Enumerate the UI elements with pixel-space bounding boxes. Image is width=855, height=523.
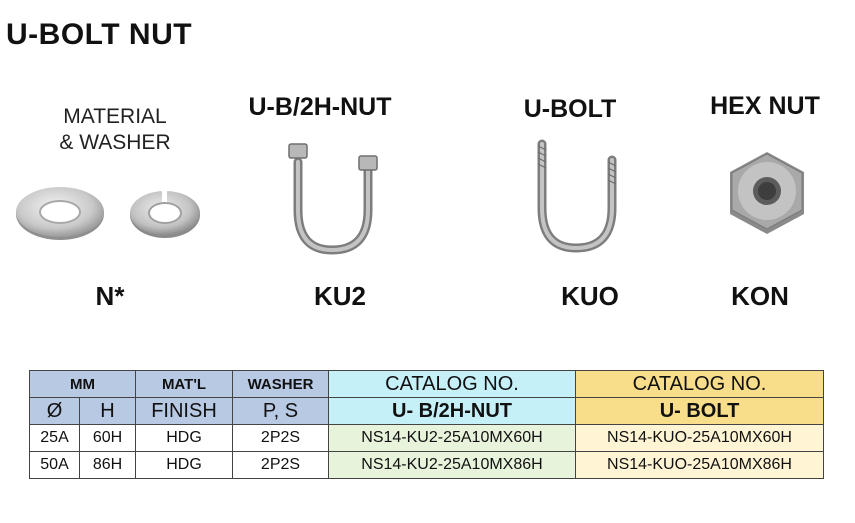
u-bolt-label: U-BOLT bbox=[523, 95, 617, 123]
header-h: H bbox=[79, 397, 136, 425]
hex-nut-label: HEX NUT bbox=[710, 92, 820, 120]
header-matl: MAT'L bbox=[135, 370, 233, 398]
cell-catalog-u-b-2h-nut: NS14-KU2-25A10MX60H bbox=[328, 424, 576, 452]
header-ps: P, S bbox=[232, 397, 329, 425]
u-bolt-with-nuts-image bbox=[288, 143, 378, 255]
spring-washer-image bbox=[130, 188, 200, 238]
u-bolt-image bbox=[537, 139, 617, 253]
cell-finish: HDG bbox=[135, 451, 233, 479]
table-header-row: Ø H FINISH P, S U- B/2H-NUT U- BOLT bbox=[29, 397, 824, 425]
header-catalog-u-bolt: CATALOG NO. bbox=[575, 370, 824, 398]
cell-washer: 2P2S bbox=[232, 424, 329, 452]
material-washer-label: MATERIAL & WASHER bbox=[50, 104, 180, 156]
header-mm: MM bbox=[29, 370, 136, 398]
u-b-2h-nut-label: U-B/2H-NUT bbox=[248, 93, 392, 121]
flat-washer-image bbox=[16, 187, 104, 240]
page-title: U-BOLT NUT bbox=[6, 18, 193, 51]
u-b-2h-nut-code: KU2 bbox=[313, 281, 366, 311]
cell-diameter: 25A bbox=[29, 424, 80, 452]
material-label-line2: & WASHER bbox=[59, 131, 171, 154]
material-code: N* bbox=[95, 281, 125, 311]
header-finish: FINISH bbox=[135, 397, 233, 425]
header-catalog-u-b-2h-nut: CATALOG NO. bbox=[328, 370, 576, 398]
header-diameter: Ø bbox=[29, 397, 80, 425]
cell-h: 86H bbox=[79, 451, 136, 479]
cell-diameter: 50A bbox=[29, 451, 80, 479]
cell-catalog-u-bolt: NS14-KUO-25A10MX86H bbox=[575, 451, 824, 479]
hex-nut-code: KON bbox=[731, 281, 789, 311]
header-washer: WASHER bbox=[232, 370, 329, 398]
cell-catalog-u-b-2h-nut: NS14-KU2-25A10MX86H bbox=[328, 451, 576, 479]
cell-h: 60H bbox=[79, 424, 136, 452]
table-header-row: MM MAT'L WASHER CATALOG NO. CATALOG NO. bbox=[29, 370, 824, 398]
cell-washer: 2P2S bbox=[232, 451, 329, 479]
header-u-b-2h-nut-name: U- B/2H-NUT bbox=[328, 397, 576, 425]
table-row: 50A 86H HDG 2P2S NS14-KU2-25A10MX86H NS1… bbox=[29, 451, 824, 479]
u-bolt-code: KUO bbox=[561, 281, 619, 311]
cell-finish: HDG bbox=[135, 424, 233, 452]
header-u-bolt-name: U- BOLT bbox=[575, 397, 824, 425]
material-label-line1: MATERIAL bbox=[63, 105, 167, 128]
hex-nut-image bbox=[730, 152, 804, 234]
table-row: 25A 60H HDG 2P2S NS14-KU2-25A10MX60H NS1… bbox=[29, 424, 824, 452]
catalog-table: MM MAT'L WASHER CATALOG NO. CATALOG NO. … bbox=[29, 370, 824, 479]
cell-catalog-u-bolt: NS14-KUO-25A10MX60H bbox=[575, 424, 824, 452]
